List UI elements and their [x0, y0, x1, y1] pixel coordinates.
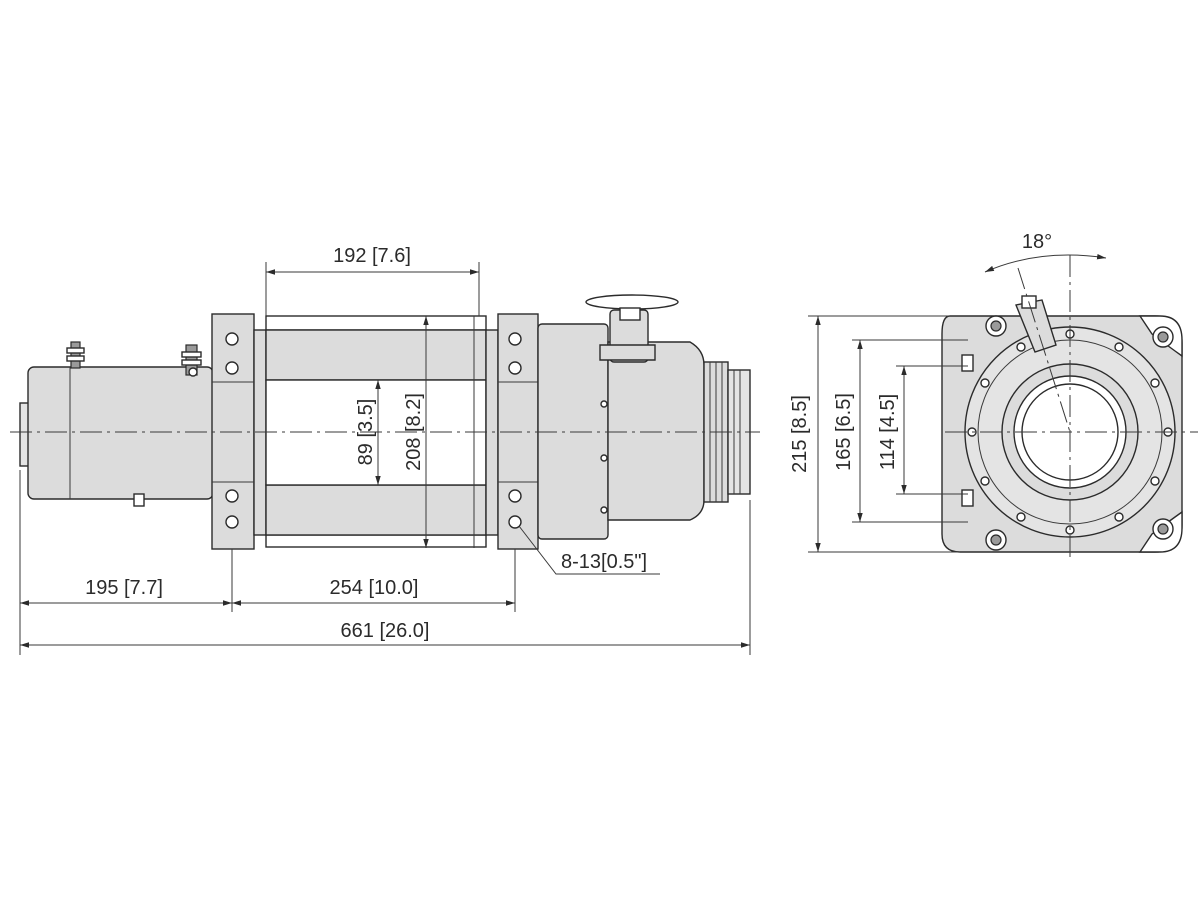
end-view-dimensions: 215 [8.5] 165 [6.5] 114 [4.5]: [789, 315, 968, 553]
dim-bolt-spacing: 254 [10.0]: [330, 577, 419, 599]
dim-drum-length: 192 [7.6]: [333, 245, 411, 267]
dim-motor-offset: 195 [7.7]: [85, 577, 163, 599]
dim-flange-dia: 208 [8.2]: [403, 393, 425, 471]
dim-overall-length: 661 [26.0]: [341, 620, 430, 642]
side-view-dimensions: 192 [7.6] 89 [3.5] 208 [8.2] 195 [7.7] 2…: [19, 245, 751, 655]
dim-bolt-pattern-v: 165 [6.5]: [833, 393, 855, 471]
dim-angle: 18°: [1022, 231, 1052, 253]
end-view: 18°: [941, 231, 1198, 560]
dim-drum-inner-dia: 89 [3.5]: [355, 399, 377, 466]
motor: [19, 341, 214, 507]
dim-bolt-spec: 8-13[0.5"]: [561, 551, 647, 573]
left-flange: [211, 313, 267, 550]
side-view: [10, 294, 760, 550]
gearbox: [537, 294, 751, 540]
dim-bolt-pattern-inner: 114 [4.5]: [877, 394, 899, 470]
dim-height: 215 [8.5]: [789, 395, 811, 473]
